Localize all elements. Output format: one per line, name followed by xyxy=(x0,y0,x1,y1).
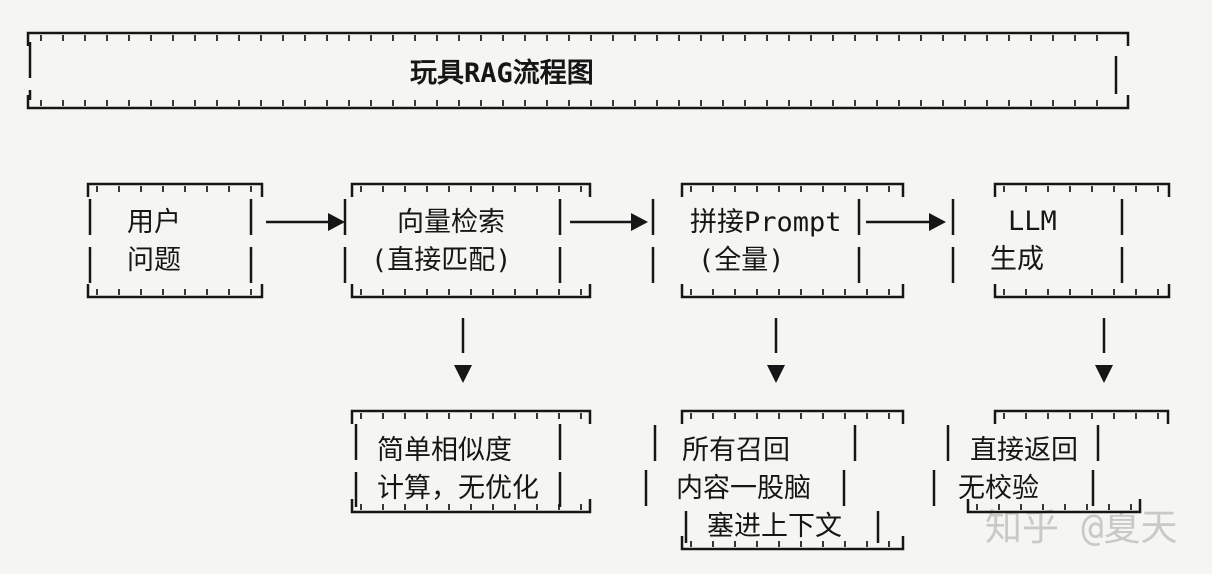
arrow-prompt-to-note xyxy=(767,318,785,383)
node-llm-generate-line1: LLM xyxy=(1008,206,1057,237)
arrow-user-to-retrieval xyxy=(266,213,345,231)
arrow-retrieval-to-note xyxy=(454,318,472,383)
arrow-llm-to-note xyxy=(1095,318,1113,383)
diagram-title: 玩具RAG流程图 xyxy=(410,58,594,89)
node-user-question-line1: 用户 xyxy=(127,207,181,238)
node-user-question: 用户 问题 xyxy=(86,182,264,299)
note-retrieval: 简单相似度 计算，无优化 xyxy=(350,409,592,514)
note-llm: 直接返回 无校验 xyxy=(932,409,1170,514)
node-user-question-line2: 问题 xyxy=(127,245,181,276)
node-vector-retrieval-line1: 向量检索 xyxy=(397,207,505,238)
note-retrieval-line1: 简单相似度 xyxy=(377,435,512,466)
arrow-prompt-to-llm xyxy=(866,213,946,231)
note-llm-line1: 直接返回 xyxy=(970,435,1078,466)
note-prompt-line3: 塞进上下文 xyxy=(707,511,842,542)
title-box: 玩具RAG流程图 xyxy=(26,31,1130,110)
node-llm-generate: LLM 生成 xyxy=(951,182,1171,299)
node-prompt-assembly: 拼接Prompt (全量) xyxy=(651,182,905,299)
node-llm-generate-line2: 生成 xyxy=(990,244,1044,275)
note-prompt-line1: 所有召回 xyxy=(682,435,790,466)
node-vector-retrieval: 向量检索 (直接匹配) xyxy=(343,182,592,299)
node-vector-retrieval-line2: (直接匹配) xyxy=(371,245,512,276)
arrow-retrieval-to-prompt xyxy=(570,213,648,231)
node-prompt-assembly-line1: 拼接Prompt xyxy=(690,207,842,238)
node-prompt-assembly-line2: (全量) xyxy=(698,245,785,276)
note-llm-line2: 无校验 xyxy=(958,473,1039,504)
note-retrieval-line2: 计算，无优化 xyxy=(377,473,539,504)
note-prompt: 所有召回 内容一股脑 塞进上下文 xyxy=(644,409,905,551)
note-prompt-line2: 内容一股脑 xyxy=(676,473,811,504)
